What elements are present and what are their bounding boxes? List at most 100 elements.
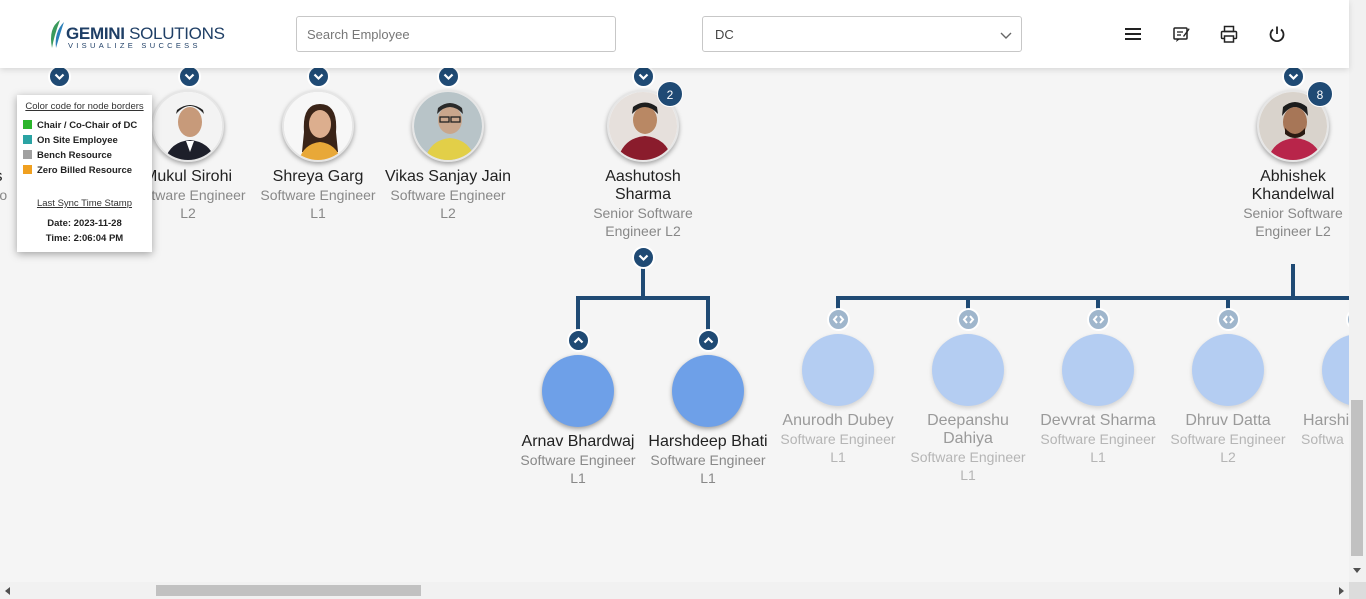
employee-role: Software Engineer — [650, 452, 766, 468]
employee-search-input[interactable] — [296, 16, 616, 52]
horizontal-scrollbar[interactable] — [0, 582, 1349, 599]
org-node-anurodh-dubey[interactable]: Anurodh Dubey Software Engineer L1 — [773, 412, 903, 466]
org-node-shreya-garg[interactable]: Shreya Garg Software Engineer L1 — [253, 168, 383, 222]
employee-name: Devvrat Sharma — [1040, 412, 1156, 429]
toggle-devvrat[interactable] — [1087, 308, 1110, 331]
department-select[interactable]: DC — [702, 16, 1022, 52]
sync-timestamp-title: Last Sync Time Stamp — [36, 198, 133, 209]
employee-role: Software Engineer — [130, 187, 246, 203]
expand-toggle-vikas[interactable] — [437, 65, 460, 88]
org-node-vikas-sanjay-jain[interactable]: Vikas Sanjay Jain Software Engineer L2 — [383, 168, 513, 222]
org-node-isha[interactable]: Is So — [0, 168, 30, 204]
employee-name: Mukul Sirohi — [143, 168, 233, 185]
employee-level: L1 — [570, 470, 586, 486]
employee-role: Software Engineer — [1170, 431, 1286, 447]
collapse-toggle-harshdeep[interactable] — [697, 329, 720, 352]
employee-name: Aashutosh Sharma — [605, 168, 681, 203]
chevron-down-icon — [1000, 32, 1012, 39]
expand-toggle-aashutosh[interactable] — [632, 65, 655, 88]
scroll-left-arrow-icon[interactable] — [5, 587, 10, 595]
top-navigation-bar: GEMINI SOLUTIONS VISUALIZE SUCCESS DC — [0, 0, 1349, 68]
employee-role: Software Engineer — [520, 452, 636, 468]
company-logo[interactable]: GEMINI SOLUTIONS VISUALIZE SUCCESS — [46, 16, 225, 52]
org-node-harshdeep-bhati[interactable]: Harshdeep Bhati Software Engineer L1 — [643, 433, 773, 487]
employee-level: L1 — [830, 449, 846, 465]
employee-role: Software Engineer — [910, 449, 1026, 465]
horizontal-scrollbar-thumb[interactable] — [156, 585, 421, 596]
employee-role: So — [0, 187, 8, 203]
employee-name: Shreya Garg — [272, 168, 364, 185]
employee-name: Abhishek Khandelwal — [1251, 168, 1335, 203]
scroll-right-arrow-icon[interactable] — [1339, 587, 1344, 595]
print-icon[interactable] — [1220, 25, 1238, 43]
employee-role: Software Engineer — [260, 187, 376, 203]
employee-name: Vikas Sanjay Jain — [385, 168, 511, 185]
employee-level: L1 — [700, 470, 716, 486]
expand-toggle-shreya[interactable] — [307, 65, 330, 88]
org-node-deepanshu-dahiya[interactable]: Deepanshu Dahiya Software Engineer L1 — [903, 412, 1033, 484]
avatar-devvrat-sharma[interactable] — [1062, 334, 1134, 406]
scroll-down-arrow-icon[interactable] — [1353, 568, 1361, 573]
employee-role: Softwa — [1301, 431, 1344, 447]
employee-role: Senior Software Engineer L2 — [1243, 205, 1343, 239]
employee-name: Deepanshu Dahiya — [927, 412, 1009, 447]
collapse-toggle-aashutosh[interactable] — [632, 246, 655, 269]
avatar-arnav-bhardwaj[interactable] — [542, 355, 614, 427]
avatar-deepanshu-dahiya[interactable] — [932, 334, 1004, 406]
expand-toggle-abhishek[interactable] — [1282, 65, 1305, 88]
org-node-aashutosh-sharma[interactable]: Aashutosh Sharma Senior Software Enginee… — [578, 168, 708, 240]
avatar-anurodh-dubey[interactable] — [802, 334, 874, 406]
legend-swatch — [23, 135, 32, 144]
org-node-arnav-bhardwaj[interactable]: Arnav Bhardwaj Software Engineer L1 — [513, 433, 643, 487]
avatar-vikas-sanjay-jain[interactable] — [412, 90, 484, 162]
employee-level: L1 — [310, 205, 326, 221]
avatar-shreya-garg[interactable] — [282, 90, 354, 162]
logo-leaf-icon — [51, 20, 64, 48]
employee-name: Harshdeep Bhati — [648, 433, 768, 450]
org-node-devvrat-sharma[interactable]: Devvrat Sharma Software Engineer L1 — [1033, 412, 1163, 466]
org-node-harshi[interactable]: Harshi Softwa — [1300, 412, 1349, 448]
avatar-mukul-sirohi[interactable] — [152, 90, 224, 162]
employee-role: Software Engineer — [780, 431, 896, 447]
collapse-toggle-arnav[interactable] — [567, 329, 590, 352]
legend-swatch — [23, 165, 32, 174]
legend-item-chair: Chair / Co-Chair of DC — [23, 120, 137, 132]
org-node-abhishek-khandelwal[interactable]: Abhishek Khandelwal Senior Software Engi… — [1228, 168, 1358, 240]
feedback-icon[interactable] — [1172, 25, 1190, 43]
toggle-dhruv[interactable] — [1217, 308, 1240, 331]
employee-level: L2 — [180, 205, 196, 221]
toggle-anurodh[interactable] — [827, 308, 850, 331]
vertical-scrollbar-thumb[interactable] — [1351, 400, 1363, 556]
expand-toggle-node-1[interactable] — [48, 65, 71, 88]
department-select-value: DC — [715, 27, 734, 42]
legend-swatch — [23, 150, 32, 159]
node-border-legend: Color code for node borders Chair / Co-C… — [17, 95, 152, 252]
employee-name: Is — [0, 168, 30, 186]
legend-label: Zero Billed Resource — [37, 165, 133, 176]
logo-text: GEMINI SOLUTIONS — [66, 24, 225, 44]
legend-label: Chair / Co-Chair of DC — [37, 120, 138, 131]
avatar-dhruv-datta[interactable] — [1192, 334, 1264, 406]
employee-level: L2 — [440, 205, 456, 221]
sync-time: Time: 2:06:04 PM — [45, 233, 124, 244]
menu-icon[interactable] — [1124, 25, 1142, 43]
legend-label: Bench Resource — [37, 150, 112, 161]
avatar-harshdeep-bhati[interactable] — [672, 355, 744, 427]
employee-role: Software Engineer — [390, 187, 506, 203]
employee-level: L1 — [1090, 449, 1106, 465]
toggle-deepanshu[interactable] — [957, 308, 980, 331]
legend-item-onsite: On Site Employee — [23, 135, 118, 147]
org-chart-connectors — [576, 262, 1349, 330]
expand-toggle-mukul[interactable] — [178, 65, 201, 88]
logo-text-light: SOLUTIONS — [124, 24, 225, 43]
employee-level: L2 — [1220, 449, 1236, 465]
legend-title: Color code for node borders — [25, 101, 144, 112]
org-node-mukul-sirohi[interactable]: Mukul Sirohi Software Engineer L2 — [123, 168, 253, 222]
power-icon[interactable] — [1268, 25, 1286, 43]
employee-name: Anurodh Dubey — [782, 412, 894, 429]
scrollbar-corner — [1349, 582, 1366, 599]
legend-item-zero-billed: Zero Billed Resource — [23, 165, 132, 177]
org-node-dhruv-datta[interactable]: Dhruv Datta Software Engineer L2 — [1163, 412, 1293, 466]
employee-name: Harshi — [1303, 412, 1349, 429]
vertical-scrollbar[interactable] — [1349, 0, 1366, 582]
